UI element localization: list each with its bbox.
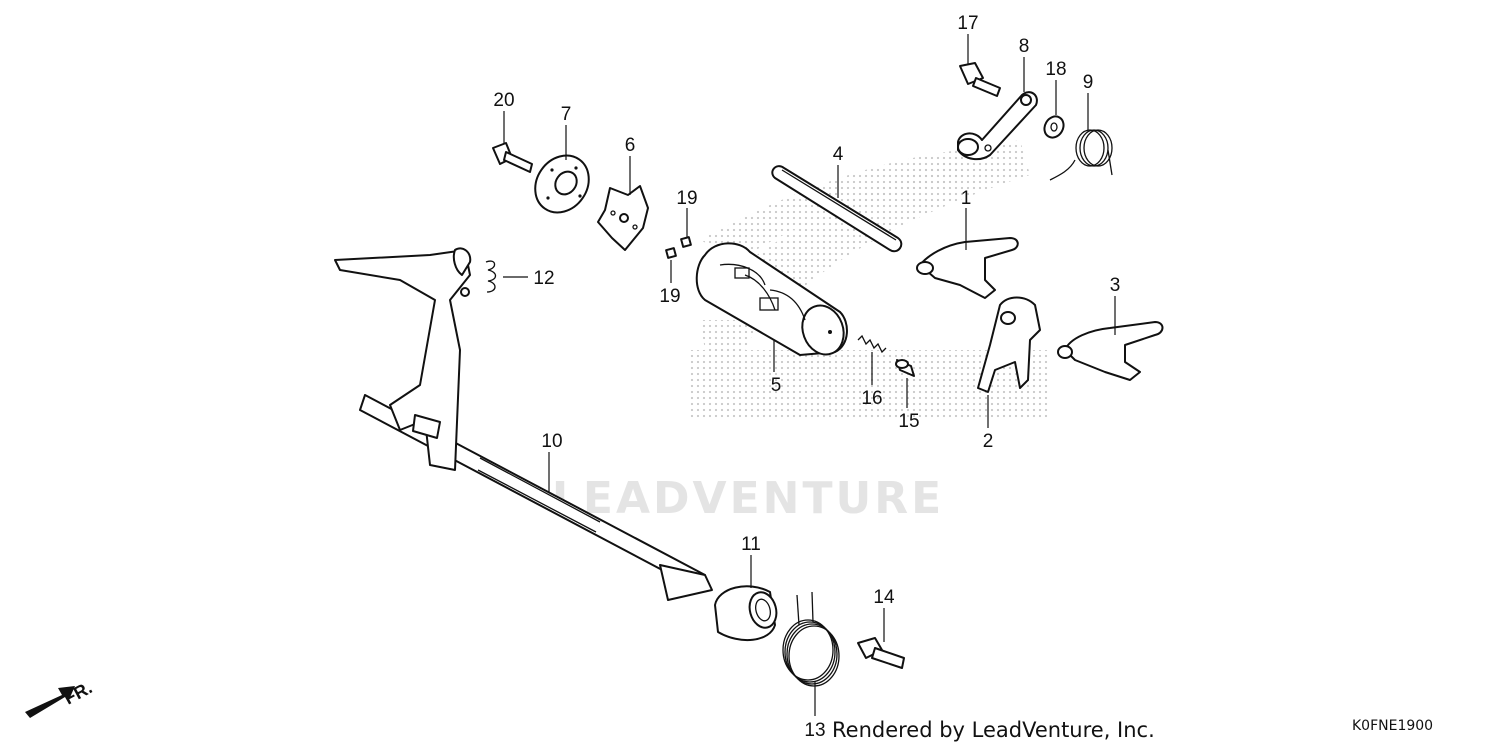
- spring-part-16: [857, 334, 887, 354]
- callout-13: 13: [804, 720, 825, 741]
- callout-8: 8: [1019, 36, 1030, 57]
- callout-19-lower: 19: [659, 286, 680, 307]
- callout-6: 6: [625, 135, 636, 156]
- pin-part-15: [895, 359, 915, 377]
- shift-fork-part-3: [1057, 321, 1164, 381]
- callout-labels: 1 2 3 4 5 6 7 8 9 10 11 12 13 14 15 16 1…: [493, 13, 1120, 741]
- callout-4: 4: [833, 144, 844, 165]
- callout-5: 5: [771, 375, 782, 396]
- callout-14: 14: [873, 587, 895, 608]
- stopper-plate-part-7: [534, 154, 590, 214]
- stopper-arm-part-8: [957, 91, 1038, 161]
- pivot-bolt-part-14: [857, 637, 905, 669]
- callout-17: 17: [957, 13, 978, 34]
- bolt-part-17: [959, 62, 1001, 97]
- callout-7: 7: [561, 104, 572, 125]
- shift-drum-center-part-6: [597, 185, 649, 251]
- watermark-text: LEADVENTURE: [552, 473, 944, 524]
- callout-15: 15: [898, 411, 919, 432]
- shift-fork-part-2: [977, 296, 1041, 393]
- dowel-pins-part-19: [665, 236, 692, 259]
- callout-19-upper: 19: [676, 188, 697, 209]
- washer-part-18: [1043, 115, 1065, 139]
- gearshift-spindle-part-10: [334, 247, 713, 601]
- shift-drum-part-5: [695, 242, 848, 356]
- callout-20: 20: [493, 90, 514, 111]
- return-spring-part-9: [1049, 129, 1113, 181]
- leader-lines: [503, 34, 1116, 716]
- callout-2: 2: [983, 431, 994, 452]
- callout-11: 11: [741, 534, 761, 555]
- bolt-part-20: [492, 142, 533, 173]
- front-arrow-label: FR.: [60, 677, 95, 708]
- rendered-by-credit: Rendered by LeadVenture, Inc.: [832, 718, 1155, 742]
- spring-part-12: [485, 260, 497, 293]
- callout-9: 9: [1083, 72, 1094, 93]
- callout-12: 12: [533, 268, 554, 289]
- callout-1: 1: [961, 188, 972, 209]
- collar-part-11: [714, 585, 778, 642]
- callout-16: 16: [861, 388, 882, 409]
- front-direction-arrow: [25, 686, 75, 718]
- shift-fork-part-1: [916, 237, 1019, 299]
- callout-18: 18: [1045, 59, 1066, 80]
- diagram-code: K0FNE1900: [1352, 718, 1434, 734]
- torsion-spring-part-13: [782, 591, 840, 687]
- fork-shaft-part-4: [771, 165, 903, 253]
- callout-10: 10: [541, 431, 562, 452]
- callout-3: 3: [1110, 275, 1121, 296]
